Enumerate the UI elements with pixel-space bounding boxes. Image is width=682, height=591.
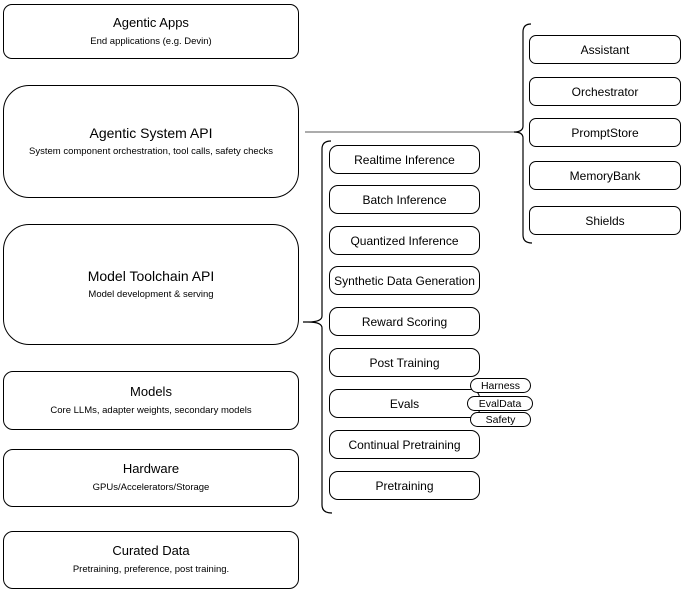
node-batch-inference: Batch Inference (329, 185, 480, 214)
node-subtitle: Model development & serving (88, 289, 214, 301)
system-components-brace (513, 23, 533, 244)
node-shields: Shields (529, 206, 681, 235)
node-agentic-apps: Agentic Apps End applications (e.g. Devi… (3, 4, 299, 59)
node-subtitle: Pretraining, preference, post training. (72, 564, 230, 576)
node-subtitle: Core LLMs, adapter weights, secondary mo… (50, 404, 252, 416)
node-promptstore: PromptStore (529, 118, 681, 147)
node-title: Hardware (122, 461, 180, 477)
node-title: Curated Data (112, 543, 190, 559)
node-models: Models Core LLMs, adapter weights, secon… (3, 371, 299, 430)
badge-harness: Harness (470, 378, 531, 393)
node-title: Models (130, 383, 172, 399)
node-memorybank: MemoryBank (529, 161, 681, 190)
node-assistant: Assistant (529, 35, 681, 64)
node-reward-scoring: Reward Scoring (329, 307, 480, 336)
node-synthetic-data-generation: Synthetic Data Generation (329, 266, 480, 295)
badge-safety: Safety (470, 412, 531, 427)
node-subtitle: End applications (e.g. Devin) (90, 35, 212, 47)
node-orchestrator: Orchestrator (529, 77, 681, 106)
node-subtitle: GPUs/Accelerators/Storage (92, 482, 210, 494)
node-pretraining: Pretraining (329, 471, 480, 500)
node-evals: Evals (329, 389, 480, 418)
toolchain-brace (303, 140, 333, 514)
badge-evaldata: EvalData (467, 396, 533, 411)
node-post-training: Post Training (329, 348, 480, 377)
node-subtitle: System component orchestration, tool cal… (29, 146, 273, 158)
node-curated-data: Curated Data Pretraining, preference, po… (3, 531, 299, 589)
node-hardware: Hardware GPUs/Accelerators/Storage (3, 449, 299, 507)
node-agentic-system-api: Agentic System API System component orch… (3, 85, 299, 198)
node-title: Agentic Apps (113, 14, 189, 30)
node-model-toolchain-api: Model Toolchain API Model development & … (3, 224, 299, 345)
node-title: Agentic System API (89, 125, 213, 142)
node-quantized-inference: Quantized Inference (329, 226, 480, 255)
node-realtime-inference: Realtime Inference (329, 145, 480, 174)
node-title: Model Toolchain API (87, 268, 215, 285)
node-continual-pretraining: Continual Pretraining (329, 430, 480, 459)
